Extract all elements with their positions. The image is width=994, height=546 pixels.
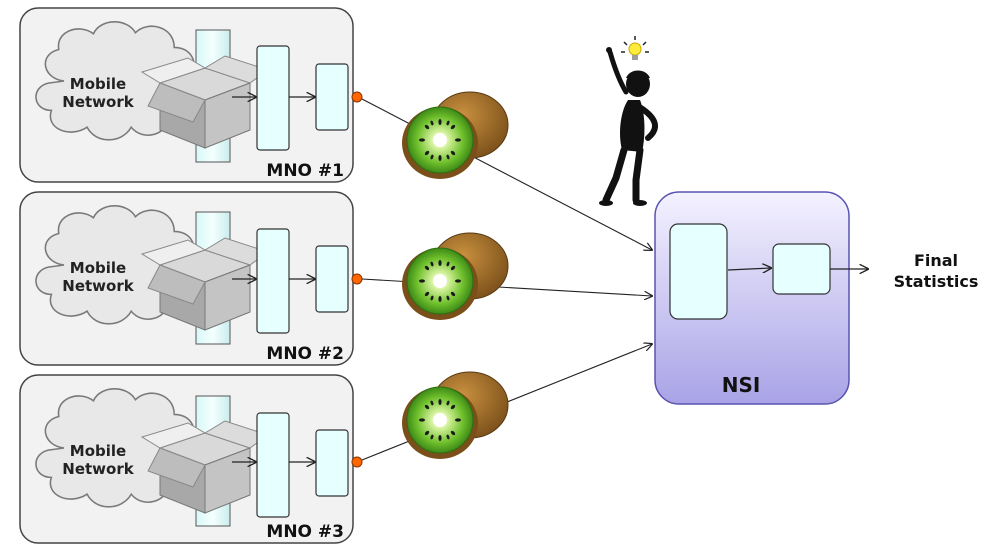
process-box: [669, 223, 728, 320]
nsi-box: NSI: [654, 191, 850, 405]
mno-panel-3: Mobile Network MNO #3: [19, 374, 354, 544]
process-box: [256, 412, 290, 518]
kiwi-icon: [401, 91, 509, 180]
connector-dot: [351, 91, 363, 103]
cloud-label: Network: [62, 277, 134, 295]
mno-label: MNO #3: [266, 522, 344, 542]
final-statistics-label: Final: [914, 251, 958, 270]
cloud-label: Network: [62, 93, 134, 111]
mno-label: MNO #1: [266, 161, 344, 181]
mno-panel-2: Mobile Network MNO #2: [19, 191, 354, 366]
connector-dot: [351, 456, 363, 468]
process-box: [256, 228, 290, 334]
cloud-label: Mobile: [70, 442, 126, 460]
mno-panel-1: Mobile Network MNO #1: [19, 7, 354, 183]
process-box: [315, 245, 349, 313]
cloud-label: Network: [62, 460, 134, 478]
thinking-person-icon: [599, 47, 658, 206]
kiwi-icon: [401, 371, 509, 460]
process-box: [315, 429, 349, 497]
nsi-label: NSI: [722, 373, 761, 397]
lightbulb-icon: [621, 36, 649, 60]
cloud-label: Mobile: [70, 259, 126, 277]
process-box: [256, 45, 290, 151]
kiwi-icon: [401, 232, 509, 321]
process-box: [315, 63, 349, 131]
process-box: [772, 243, 831, 295]
cloud-label: Mobile: [70, 75, 126, 93]
connector-dot: [351, 273, 363, 285]
final-statistics-label: Statistics: [894, 272, 979, 291]
mno-label: MNO #2: [266, 344, 344, 364]
